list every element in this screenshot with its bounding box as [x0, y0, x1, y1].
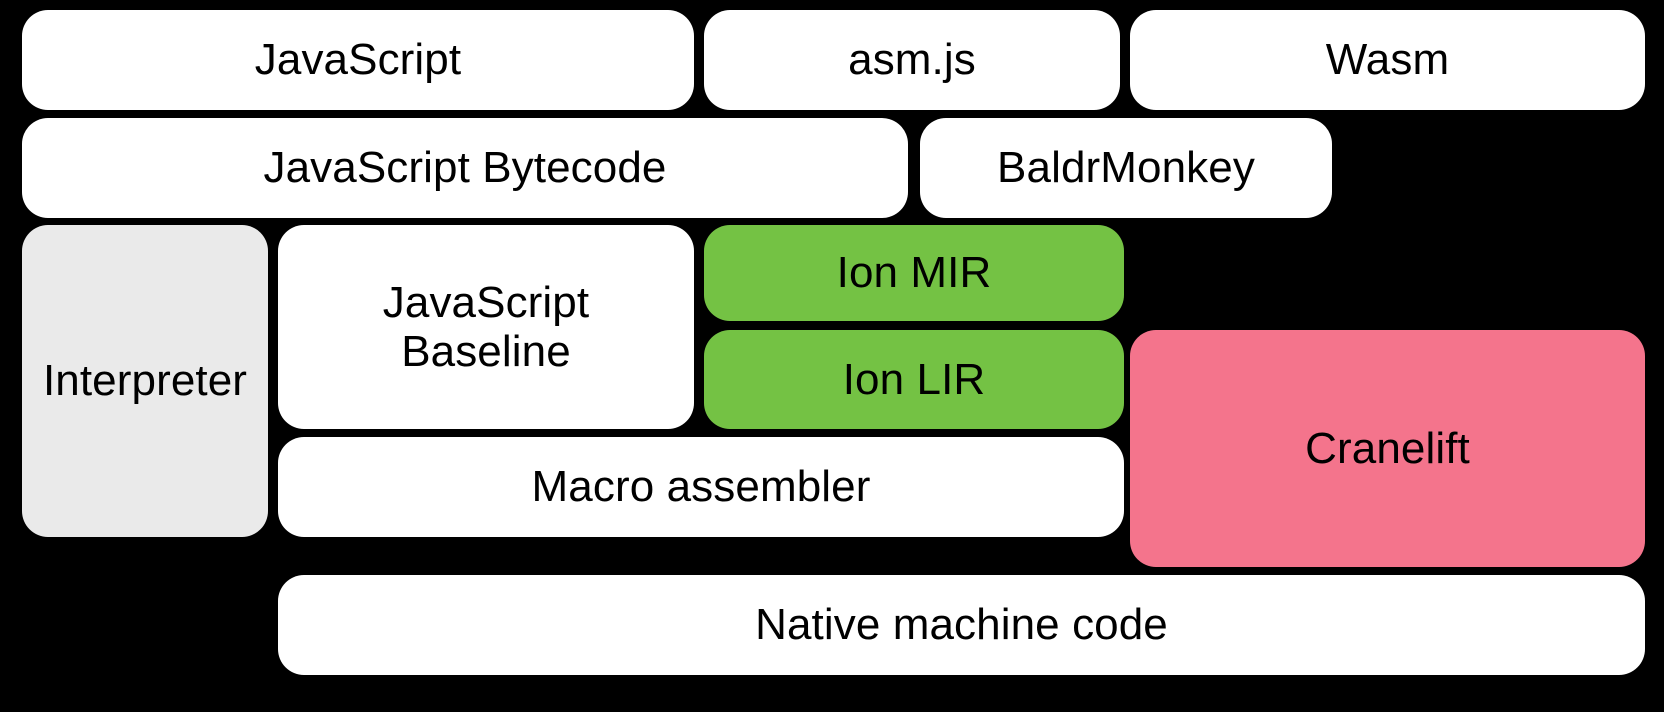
node-interpreter[interactable]: Interpreter	[22, 225, 268, 537]
node-cranelift[interactable]: Cranelift	[1130, 330, 1645, 567]
node-javascript-bytecode[interactable]: JavaScript Bytecode	[22, 118, 908, 218]
node-javascript[interactable]: JavaScript	[22, 10, 694, 110]
node-asm-js[interactable]: asm.js	[704, 10, 1120, 110]
node-native-machine-code[interactable]: Native machine code	[278, 575, 1645, 675]
node-baldrmonkey[interactable]: BaldrMonkey	[920, 118, 1332, 218]
node-ion-mir[interactable]: Ion MIR	[704, 225, 1124, 321]
node-wasm[interactable]: Wasm	[1130, 10, 1645, 110]
node-javascript-baseline[interactable]: JavaScript Baseline	[278, 225, 694, 429]
node-ion-lir[interactable]: Ion LIR	[704, 330, 1124, 429]
node-macro-assembler[interactable]: Macro assembler	[278, 437, 1124, 537]
